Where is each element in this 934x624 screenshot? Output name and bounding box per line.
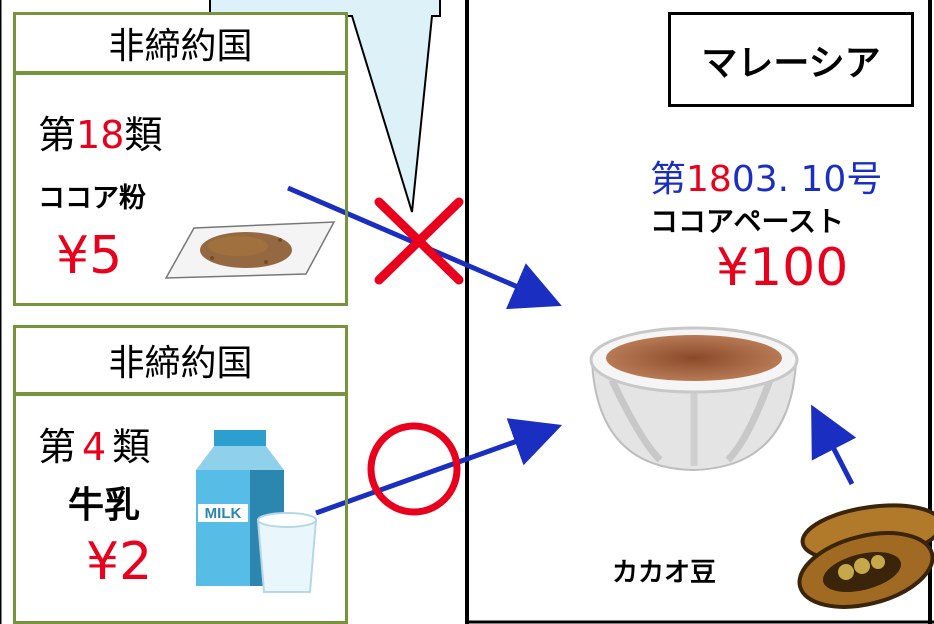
arrow-milk (315, 418, 563, 516)
arrow-cacao-bean (811, 404, 857, 486)
box-bottom-item: 牛乳 (68, 485, 141, 526)
svg-text:MILK: MILK (205, 505, 242, 522)
destination-heading-subheading: 03. 10 (731, 159, 847, 200)
box-bottom-title: 非締約国 (108, 343, 253, 384)
non-party-box-bottom-title: 非締約国 (13, 325, 348, 395)
destination-country: マレーシア (701, 42, 881, 84)
cacao-bean-icon (797, 503, 934, 609)
box-bottom-price: ¥2 (86, 532, 153, 592)
cacao-bean-label: カカオ豆 (612, 558, 717, 588)
circle-mark-icon (367, 422, 461, 516)
non-party-box-top-body (13, 72, 348, 306)
cocoa-powder-icon (164, 221, 336, 279)
destination-country-box: マレーシア (668, 12, 914, 107)
destination-price: ¥100 (716, 238, 849, 298)
destination-product: ココアペースト (650, 205, 845, 238)
box-top-chapter-number: 18 (76, 113, 125, 157)
cocoa-paste-bowl-icon (589, 326, 799, 472)
cross-mark-icon (374, 197, 464, 285)
box-bottom-chapter-number: 4 (82, 425, 107, 469)
box-top-price: ¥5 (56, 226, 123, 286)
milk-glass-icon (256, 512, 318, 593)
destination-heading-chapter: 18 (686, 159, 732, 200)
box-top-chapter: 第18類 (38, 113, 163, 157)
box-top-item: ココア粉 (38, 183, 146, 214)
box-top-title: 非締約国 (108, 26, 253, 67)
non-party-box-bottom-body (13, 393, 348, 624)
destination-heading: 第1803. 10号 (650, 159, 883, 200)
non-party-box-top-title: 非締約国 (13, 12, 348, 74)
